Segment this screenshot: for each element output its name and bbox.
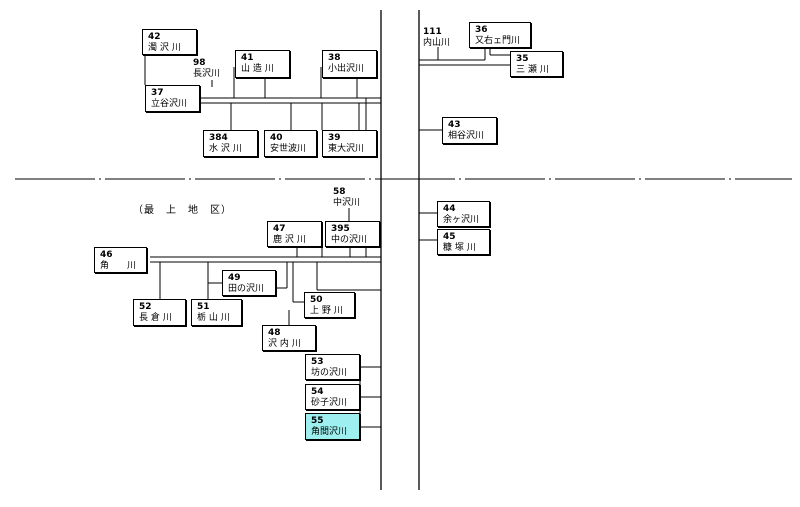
river-name: 水 沢 川 (209, 144, 242, 154)
river-number: 41 (241, 53, 254, 63)
river-name: 余ヶ沢川 (443, 215, 480, 225)
river-box-45: 45 糠 塚 川 (437, 229, 490, 255)
river-box-38: 38 小出沢川 (322, 50, 377, 78)
river-label-98: 98 長沢川 (193, 58, 220, 79)
river-box-49: 49 田の沢川 (222, 270, 276, 296)
river-number: 36 (475, 25, 488, 35)
river-box-395: 395 中の沢川 (325, 221, 380, 247)
river-number: 111 (423, 27, 442, 37)
river-number: 43 (448, 120, 461, 130)
river-name: 栃 山 川 (197, 313, 230, 323)
river-name: 小出沢川 (328, 64, 365, 74)
river-number: 50 (310, 295, 323, 305)
river-name: 濁 沢 川 (148, 43, 181, 53)
river-name: 田の沢川 (228, 284, 265, 294)
river-name: 角間沢川 (311, 427, 348, 437)
river-name: 東大沢川 (328, 144, 365, 154)
river-box-53: 53 坊の沢川 (305, 354, 360, 380)
river-number: 51 (197, 302, 210, 312)
river-box-41: 41 山 造 川 (235, 50, 290, 78)
river-box-384: 384 水 沢 川 (203, 130, 258, 157)
river-number: 45 (443, 232, 456, 242)
river-name: 三 瀬 川 (516, 65, 549, 75)
river-number: 395 (331, 224, 350, 234)
river-number: 55 (311, 416, 324, 426)
river-box-50: 50 上 野 川 (304, 292, 355, 318)
river-name: 長 倉 川 (139, 313, 172, 323)
river-number: 35 (516, 54, 529, 64)
river-name: 相谷沢川 (448, 131, 485, 141)
river-box-48: 48 沢 内 川 (262, 325, 316, 351)
river-name: 坊の沢川 (311, 368, 348, 378)
river-number: 58 (333, 187, 346, 197)
river-box-43: 43 相谷沢川 (442, 117, 497, 144)
river-number: 42 (148, 32, 161, 42)
river-name: 長沢川 (193, 69, 221, 79)
river-name: 山 造 川 (241, 64, 274, 74)
river-label-111: 111 内山川 (423, 27, 450, 48)
river-number: 384 (209, 133, 228, 143)
river-name: 上 野 川 (310, 306, 343, 316)
river-box-52: 52 長 倉 川 (133, 299, 186, 326)
river-number: 38 (328, 53, 341, 63)
river-box-54: 54 砂子沢川 (305, 384, 360, 410)
river-number: 98 (193, 58, 206, 68)
river-number: 40 (270, 133, 283, 143)
river-box-36: 36 又右ェ門川 (469, 22, 531, 48)
river-label-58: 58 中沢川 (333, 187, 360, 208)
river-number: 49 (228, 273, 241, 283)
river-box-46: 46 角 川 (94, 247, 147, 273)
river-name: 糠 塚 川 (443, 243, 476, 253)
river-name: 中沢川 (333, 198, 361, 208)
river-box-44: 44 余ヶ沢川 (437, 201, 490, 227)
river-number: 46 (100, 250, 113, 260)
region-label: （最 上 地 区） (133, 205, 232, 216)
river-name: 中の沢川 (331, 235, 368, 245)
river-name: 内山川 (423, 38, 451, 48)
river-number: 53 (311, 357, 324, 367)
river-name: 角 川 (100, 261, 137, 271)
river-name: 又右ェ門川 (475, 36, 521, 46)
river-number: 47 (273, 224, 286, 234)
river-box-55-highlighted: 55 角間沢川 (305, 413, 360, 440)
river-box-42: 42 濁 沢 川 (142, 29, 197, 55)
river-name: 砂子沢川 (311, 398, 348, 408)
river-number: 39 (328, 133, 341, 143)
river-box-35: 35 三 瀬 川 (510, 51, 563, 77)
river-box-40: 40 安世波川 (264, 130, 317, 157)
river-number: 37 (151, 88, 164, 98)
river-box-37: 37 立谷沢川 (145, 85, 200, 112)
river-number: 48 (268, 328, 281, 338)
river-box-39: 39 東大沢川 (322, 130, 377, 157)
river-number: 44 (443, 204, 456, 214)
river-box-51: 51 栃 山 川 (191, 299, 242, 326)
river-number: 54 (311, 387, 324, 397)
river-name: 立谷沢川 (151, 99, 188, 109)
river-number: 52 (139, 302, 152, 312)
river-name: 沢 内 川 (268, 339, 301, 349)
river-box-47: 47 鹿 沢 川 (267, 221, 322, 247)
river-name: 鹿 沢 川 (273, 235, 306, 245)
river-name: 安世波川 (270, 144, 307, 154)
